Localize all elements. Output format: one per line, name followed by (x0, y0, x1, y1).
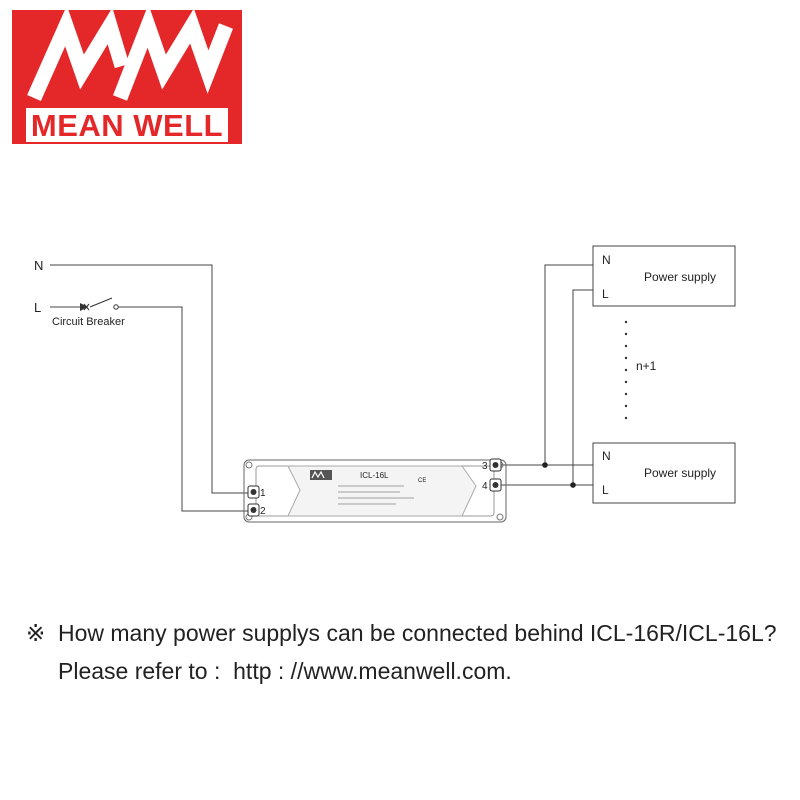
circuit-breaker-label: Circuit Breaker (52, 316, 125, 328)
reference-mark-icon: ※ (26, 620, 46, 646)
mains-l-label: L (34, 300, 41, 315)
mains-n-label: N (34, 258, 43, 273)
wire-n (50, 264, 248, 494)
supply-1-n-label: N (602, 253, 611, 267)
supply-2-label: Power supply (644, 466, 716, 480)
icl-device-body (243, 459, 507, 523)
power-supply-box-2 (592, 442, 736, 504)
wire-l-out (118, 306, 248, 512)
note-question-text: How many power supplys can be connected … (58, 620, 777, 646)
supply-1-label: Power supply (644, 270, 716, 284)
wire-branch-l (572, 289, 593, 485)
note-refer-link[interactable]: Please refer to : http : //www.meanwell.… (58, 658, 512, 684)
power-supply-box-1 (592, 245, 736, 307)
mw-monogram-icon (27, 10, 233, 102)
wire-branch-n (544, 264, 593, 465)
device-mw-logo-icon (310, 470, 332, 480)
terminal-1-label: 1 (260, 488, 266, 499)
device-model-label: ICL-16L (360, 471, 389, 480)
note-question: ※ How many power supplys can be connected… (26, 620, 777, 647)
supply-2-l-label: L (602, 483, 609, 497)
circuit-breaker-icon (80, 297, 119, 311)
junction-dot (542, 462, 548, 468)
terminal-4-label: 4 (482, 481, 488, 492)
supply-count-label: n+1 (636, 359, 657, 373)
terminal-2-label: 2 (260, 506, 266, 517)
terminal-3-label: 3 (482, 461, 488, 472)
icl-device-label-area (287, 465, 477, 517)
junction-dot (570, 482, 576, 488)
mean-well-logo: MEAN WELL (12, 10, 242, 144)
brand-name: MEAN WELL (26, 108, 228, 143)
supply-1-l-label: L (602, 287, 609, 301)
continuation-dots (624, 320, 628, 420)
supply-2-n-label: N (602, 449, 611, 463)
ce-mark-icon: CE (418, 478, 426, 484)
